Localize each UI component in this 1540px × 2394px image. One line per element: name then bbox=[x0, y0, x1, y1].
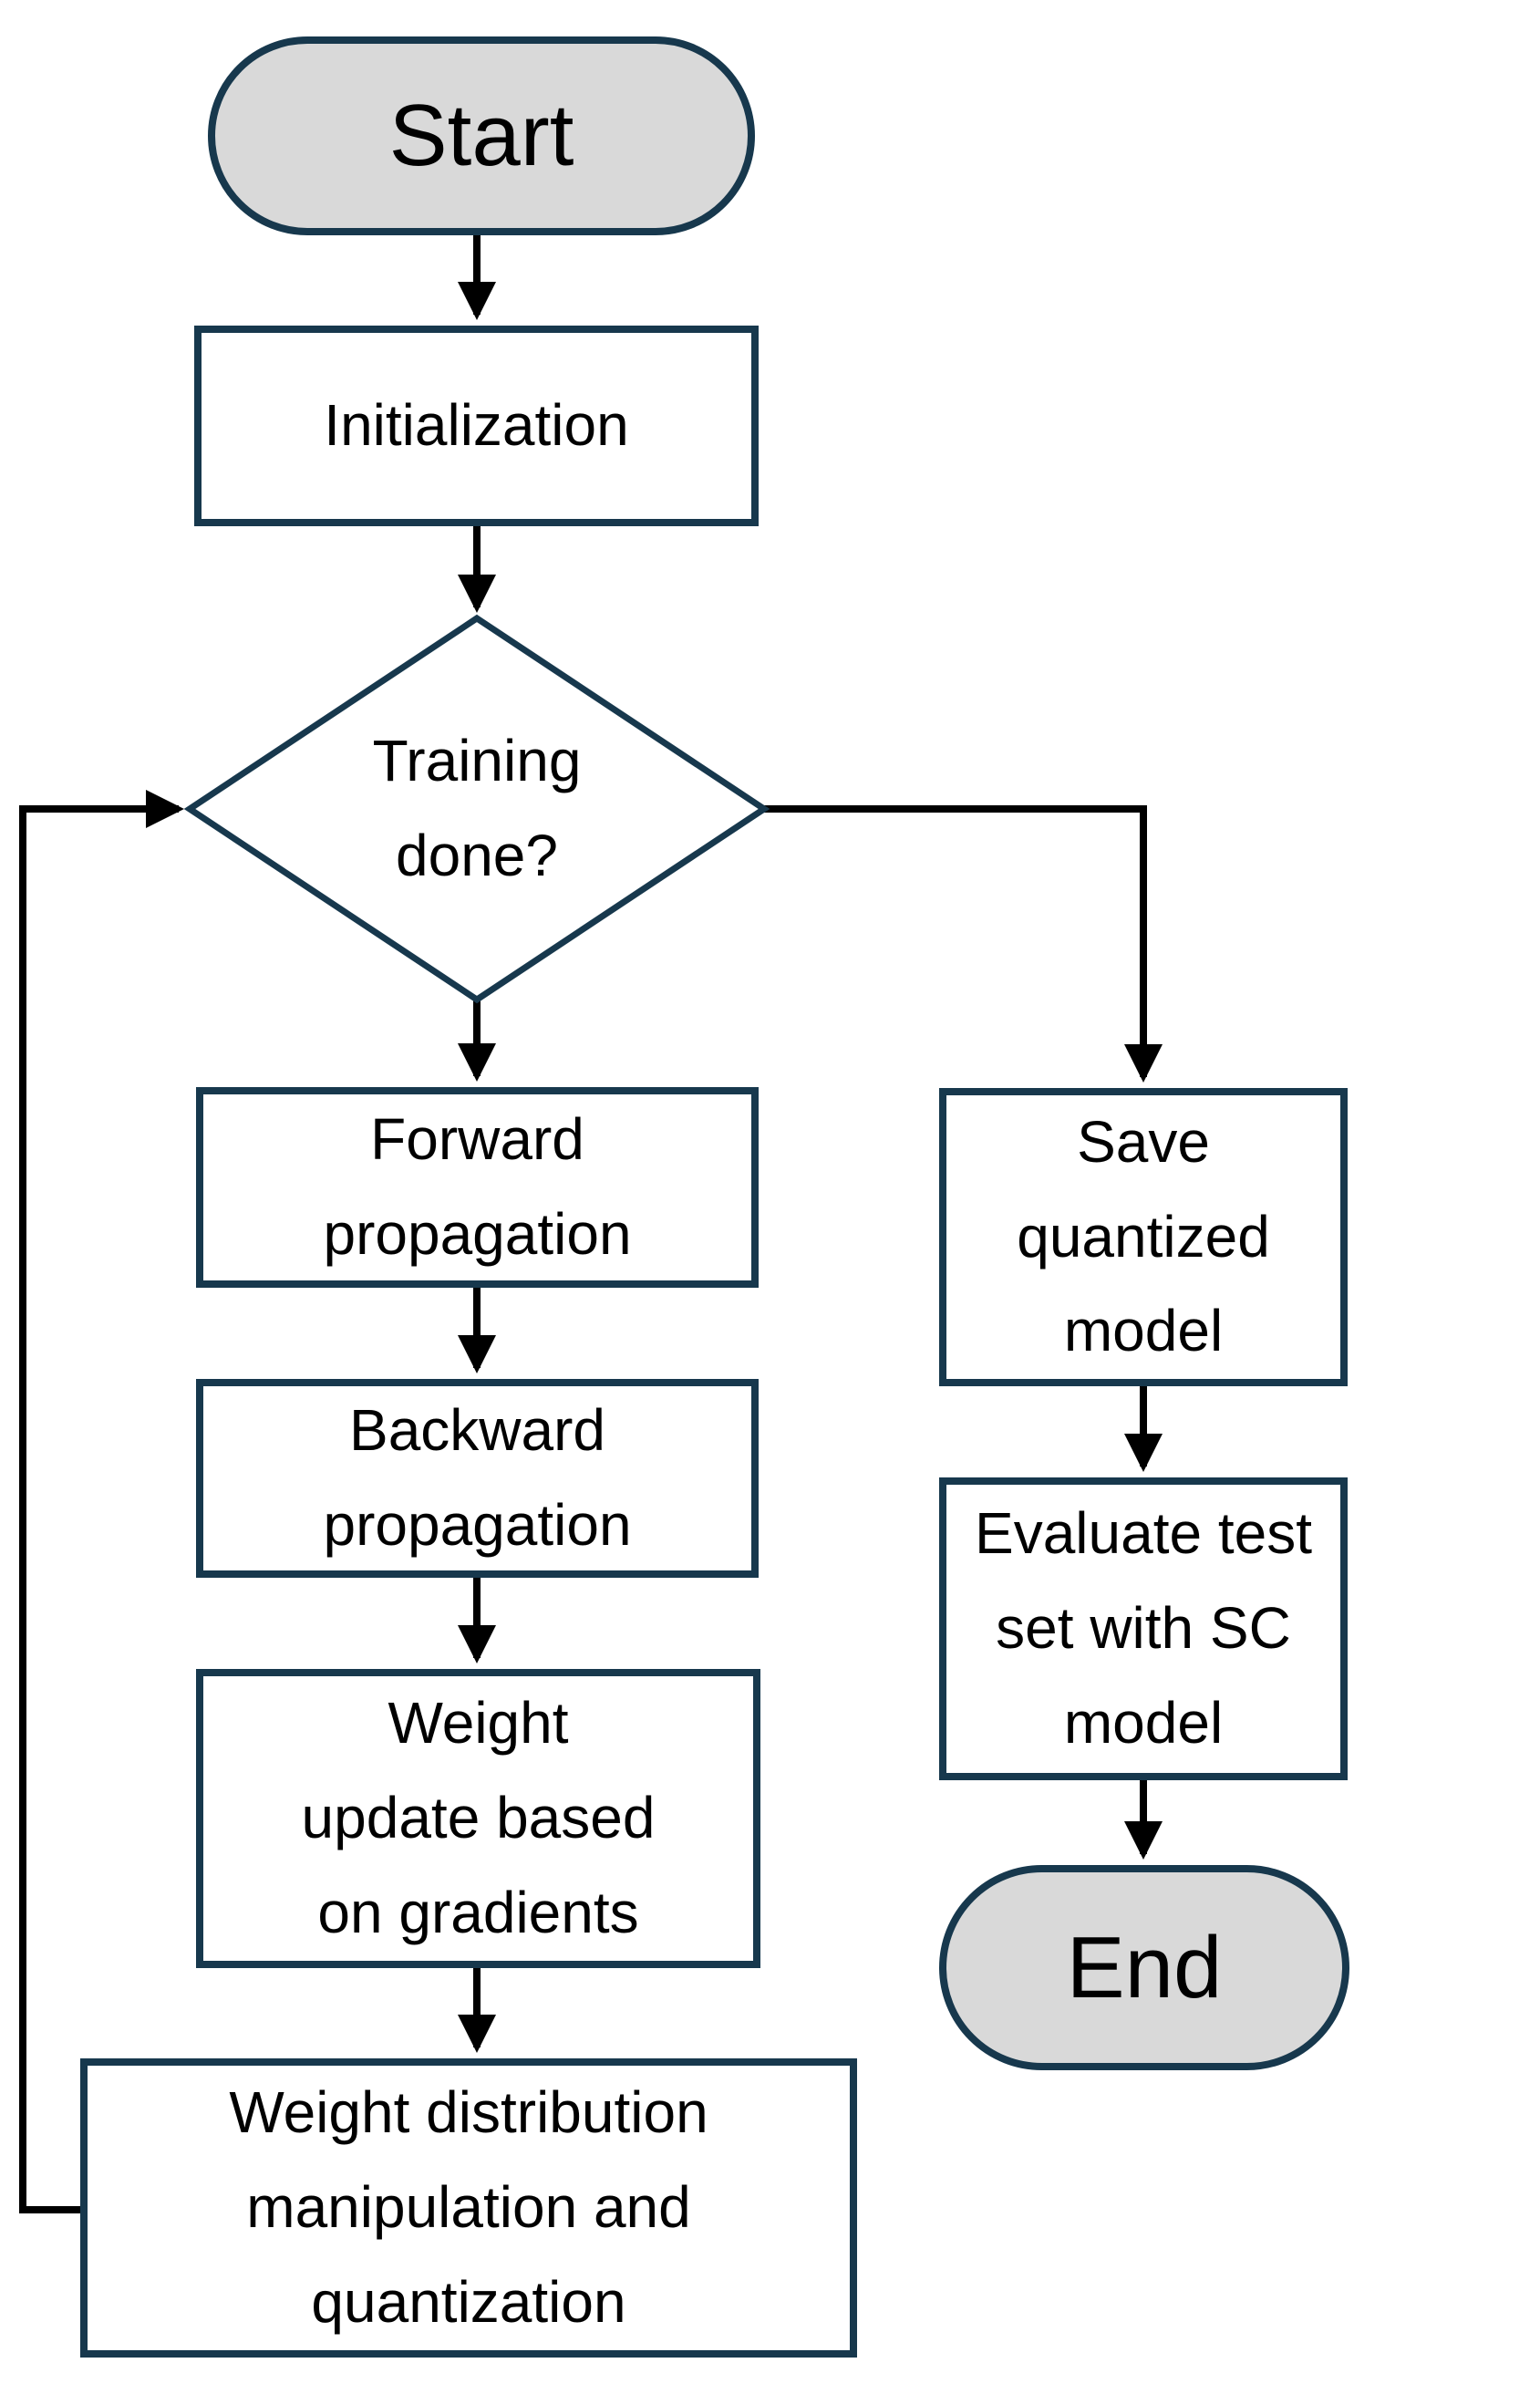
decision-diamond-shape bbox=[183, 614, 770, 1004]
decision-node-label: Training done? bbox=[372, 728, 582, 888]
evaluate-test-set-node: Evaluate test set with SC model bbox=[939, 1477, 1348, 1780]
save-quantized-model-node: Save quantized model bbox=[939, 1088, 1348, 1386]
backward-propagation-node: Backward propagation bbox=[196, 1379, 759, 1578]
start-node: Start bbox=[208, 36, 755, 235]
initialization-node: Initialization bbox=[194, 326, 759, 526]
connector-decision-to-save-model bbox=[764, 805, 1163, 1083]
end-node: End bbox=[939, 1865, 1349, 2070]
weight-distribution-node: Weight distribution manipulation and qua… bbox=[80, 2058, 857, 2358]
connector-loopback-to-decision bbox=[19, 790, 184, 2213]
forward-propagation-node: Forward propagation bbox=[196, 1087, 759, 1288]
weight-update-node: Weight update based on gradients bbox=[196, 1669, 760, 1968]
